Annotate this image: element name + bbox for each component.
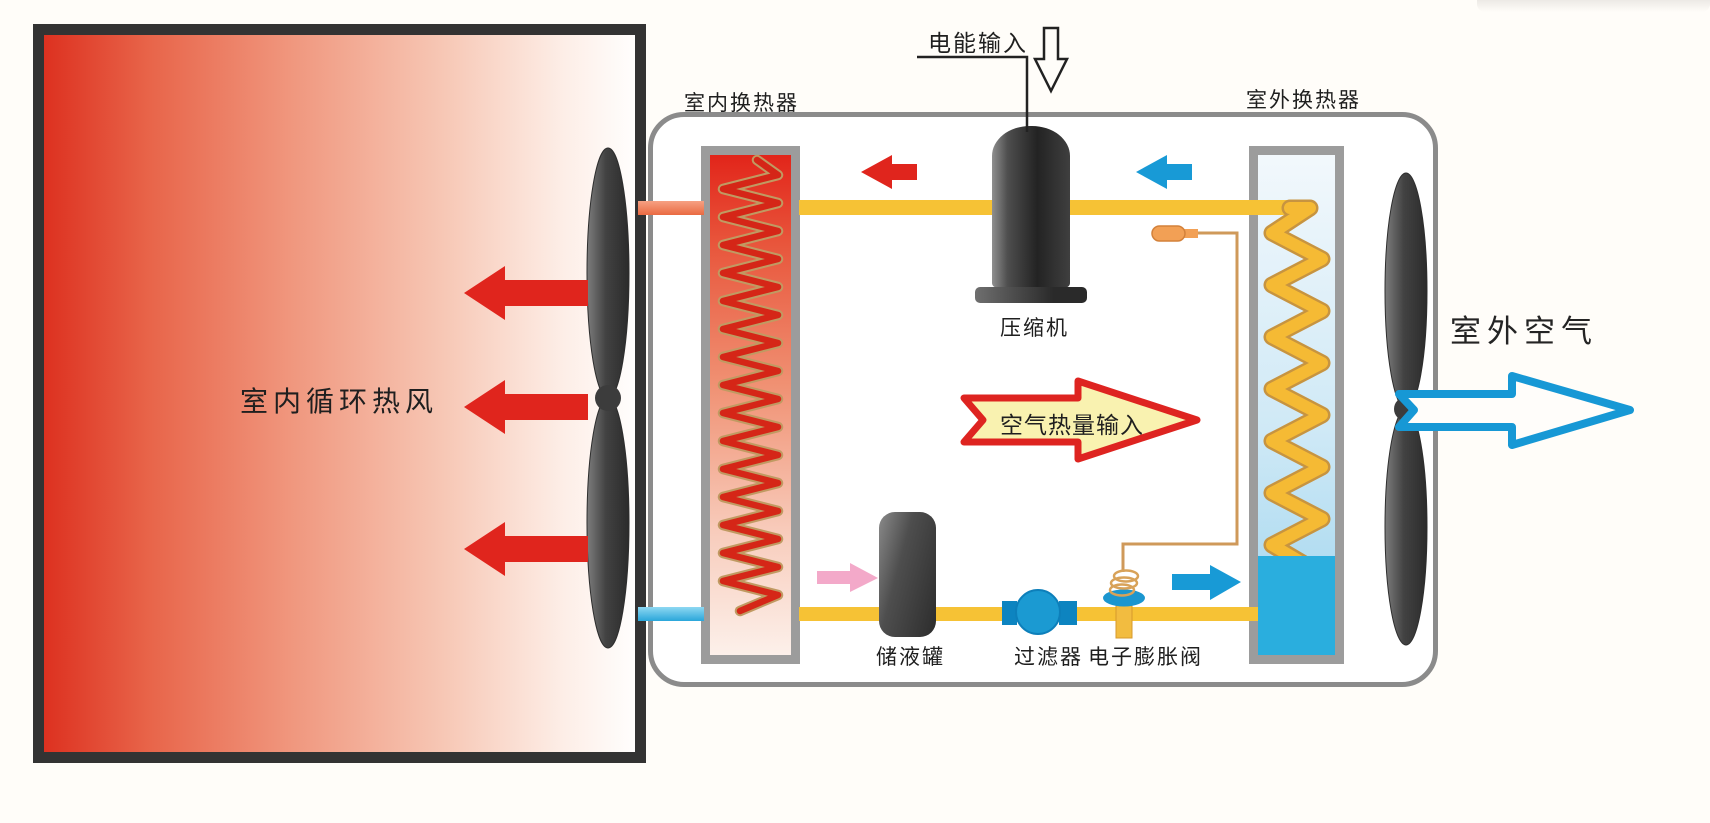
bottom-refrigerant-pipe: [799, 607, 1269, 621]
expansion-valve-label: 电子膨胀阀: [1088, 646, 1203, 669]
indoor-air-label: 室内循环热风: [240, 386, 439, 417]
cold-pipe-stub: [638, 607, 704, 621]
outdoor-heat-exchanger: [1249, 146, 1344, 664]
power-input-label: 电能输入: [928, 30, 1028, 56]
indoor-heat-exchanger: [701, 146, 800, 664]
outdoor-air-label: 室外空气: [1450, 314, 1598, 349]
compressor-base: [975, 287, 1087, 303]
indoor-exchanger-label: 室内换热器: [684, 92, 799, 115]
filter-label: 过滤器: [1014, 646, 1083, 669]
compressor-label: 压缩机: [1000, 317, 1069, 340]
hot-pipe-stub: [638, 201, 704, 215]
compressor-body: [992, 126, 1070, 288]
power-input-arrow: [1032, 26, 1070, 94]
air-heat-input-label: 空气热量输入: [1000, 412, 1144, 438]
outdoor-exchanger-label: 室外换热器: [1246, 89, 1361, 112]
tank-label: 储液罐: [876, 646, 945, 669]
top-right-artifact: [1477, 0, 1710, 12]
liquid-receiver-tank: [879, 512, 936, 637]
